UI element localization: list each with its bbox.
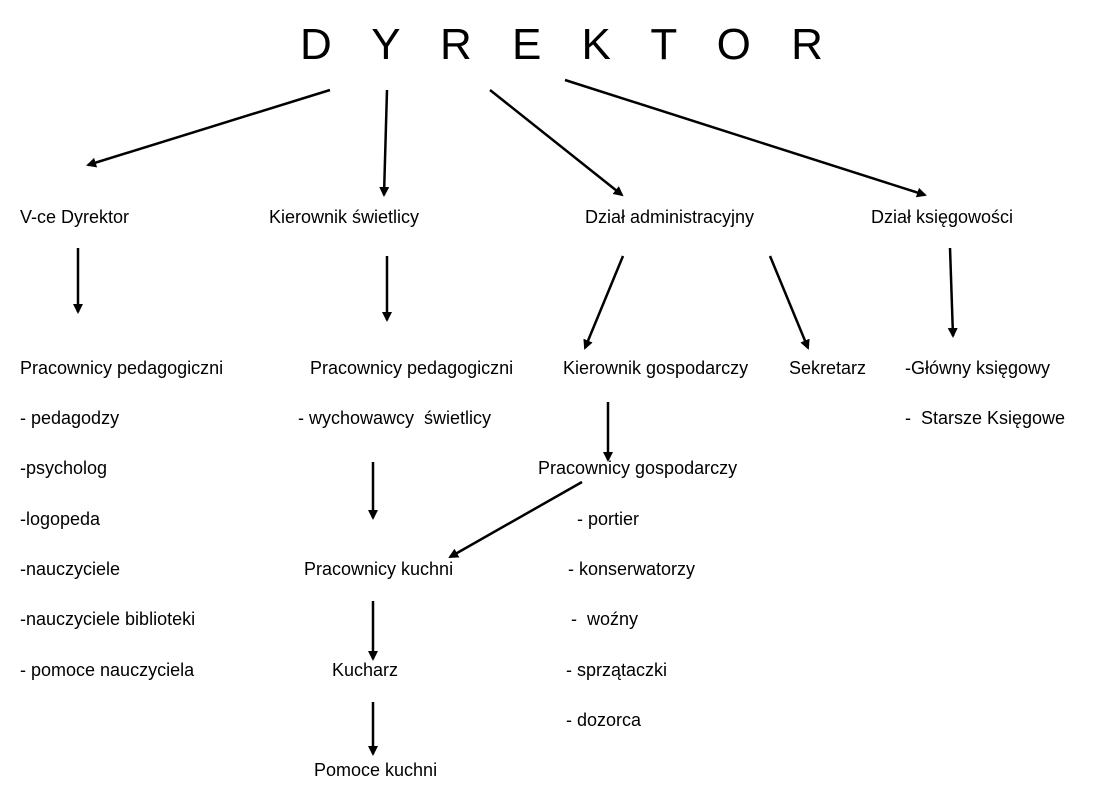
vice-item: -nauczyciele biblioteki [20,609,196,629]
arrow-director-to-swietlica [379,89,390,197]
gospodarczy-group-label: Pracownicy gospodarczy [538,458,738,478]
vice-director-header: V-ce Dyrektor [20,207,130,227]
swietlica-item: - wychowawcy świetlicy [298,408,492,428]
pomoce-kuchni-label: Pomoce kuchni [314,760,438,780]
vice-item: -logopeda [20,509,101,529]
arrow-director-to-admin [489,89,624,197]
arrow-ksiegowosc-to-items [947,247,958,338]
vice-item: -nauczyciele [20,559,121,579]
admin-item: - woźny [571,609,639,629]
admin-item: - portier [577,509,640,529]
arrow-gospodarczy-to-kuchnia [448,480,583,559]
ksiegowosc-item: - Starsze Księgowe [905,408,1066,428]
arrow-director-to-vice [86,88,331,168]
admin-header: Dział administracyjny [585,207,755,227]
arrow-admin-to-sekretarz [768,255,810,350]
kuchnia-label: Pracownicy kuchni [304,559,454,579]
sekretarz-label: Sekretarz [789,358,867,378]
vice-group-label: Pracownicy pedagogiczni [20,358,224,378]
admin-item: - dozorca [566,710,642,730]
swietlica-group-label: Pracownicy pedagogiczni [310,358,514,378]
vice-item: - pomoce nauczyciela [20,660,195,680]
arrow-admin-to-kierownik [583,255,625,350]
kucharz-label: Kucharz [332,660,399,680]
director-title: D Y R E K T O R [300,20,837,69]
kierownik-gospodarczy-label: Kierownik gospodarczy [563,358,749,378]
admin-item: - sprzątaczki [566,660,668,680]
ksiegowosc-item: -Główny księgowy [905,358,1051,378]
admin-item: - konserwatorzy [568,559,696,579]
arrow-director-to-ksiegowosc [564,78,927,198]
vice-item: - pedagodzy [20,408,120,428]
vice-item: -psycholog [20,458,108,478]
ksiegowosc-header: Dział księgowości [871,207,1014,227]
swietlica-header: Kierownik świetlicy [269,207,420,227]
